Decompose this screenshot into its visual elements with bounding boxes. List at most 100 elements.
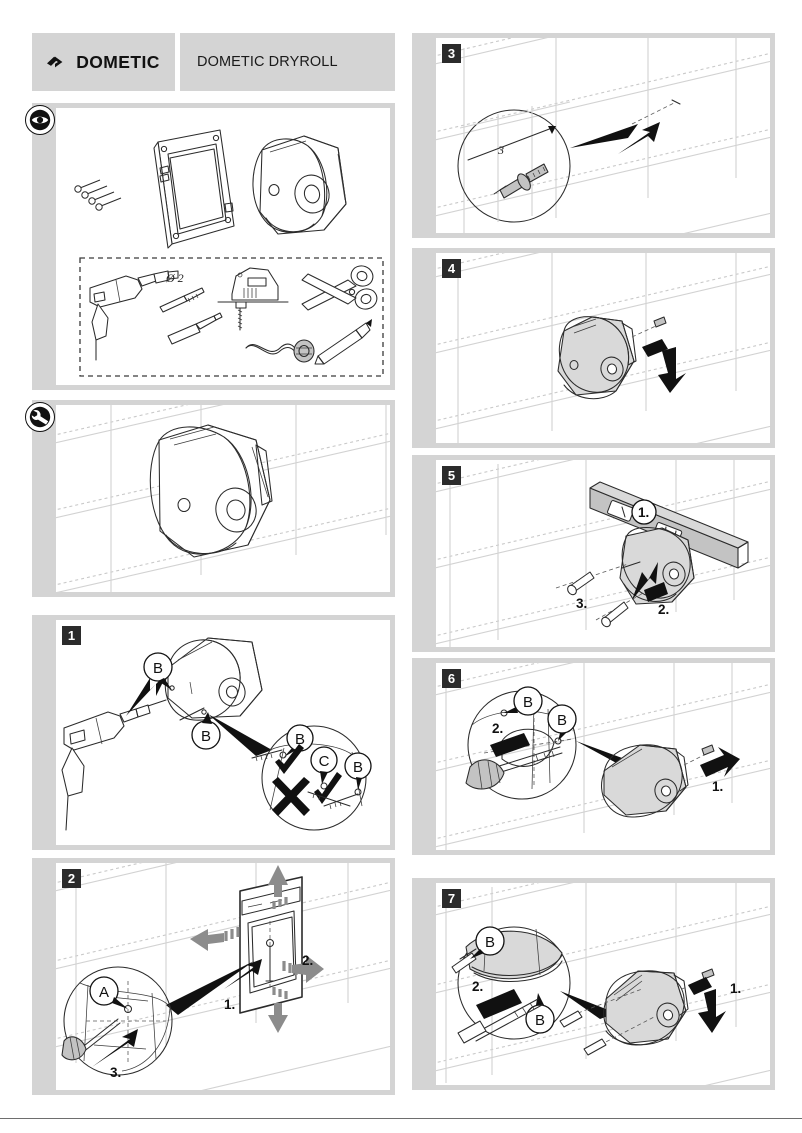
position-dispenser-illustration [436,253,770,443]
fix-upper-screws-illustration: B B 2. [436,883,770,1085]
align-spirit-level-illustration: 1. 3. 2. [436,460,770,647]
overview-mounted-content [56,405,390,592]
callout-a: A [89,976,128,1009]
check-mark-1 [275,744,304,774]
step-5-content: 1. 3. 2. [436,460,770,647]
tools-box-border [79,257,384,377]
callout-label: B [353,759,363,776]
step-number-badge: 3 [442,44,461,63]
jigsaw-icon [217,267,289,331]
order-label-1: 1. [730,981,741,996]
detail-callout-b1: B [284,724,314,757]
detail-callout-c: C [310,746,338,784]
overview-mounted-panel [25,400,395,597]
dometic-chevrons-logo-icon [47,56,63,68]
step-number-badge: 6 [442,669,461,688]
push-arrow-2 [490,733,530,757]
screwdriver-icon [167,312,223,345]
cover-plate [239,876,303,1014]
step-4-panel: 4 [412,248,775,448]
screw-3 [567,571,595,596]
depth-label: 3 [497,143,504,157]
callout-b-upper: B [470,926,505,959]
tile-wall-background [436,253,770,443]
callout-b-upper: B [504,686,543,716]
order-label-2: 2. [472,979,483,994]
detail-circle: B B 2. [465,686,577,800]
callout-b-upper: B [143,652,173,690]
detail-circle: B B 2. [451,926,571,1044]
detail-pointer [208,714,272,756]
step-3-content: 3 [436,38,770,233]
insert-arrow [618,122,660,154]
drill-bit-icon: Ø 2 [159,271,205,313]
step-1-content: B B [56,620,390,845]
product-title: DOMETIC DRYROLL [197,54,338,70]
arrow-trail-marks [224,897,298,999]
tile-wall-background [436,38,770,233]
pencil-icon [314,319,372,365]
detail-callout-b2: B [344,752,372,790]
order-label-1: 1. [712,779,723,794]
step-number-badge: 5 [442,466,461,485]
drill-direction-arrow [126,672,168,716]
step-number-badge: 4 [442,259,461,278]
detail-circle: A 3. [61,966,173,1080]
fix-lower-screws-illustration: B B 2. [436,663,770,850]
detail-pointer [166,961,254,1015]
callout-label: B [201,728,211,745]
insert-wall-anchor-illustration: 3 [436,38,770,233]
step-5-panel: 1. 3. 2. 5 [412,455,775,652]
drill-illustration [61,699,167,831]
step-2-content: 1. 2. A [56,863,390,1090]
detail-circle: B C B [251,724,372,831]
order-label-1: 1. [224,997,235,1012]
fasten-arrow-down [698,989,726,1033]
dispenser-body [603,970,689,1046]
step-number-badge: 1 [62,626,81,645]
callout-b-lower: B [525,993,555,1034]
screw-2 [601,601,629,628]
callout-label: A [99,984,109,1001]
tile-wall-background [436,460,770,647]
step-number-badge: 2 [62,869,81,888]
mounted-dispenser-illustration [56,405,390,592]
dispenser-body [601,744,689,818]
order-label-2: 2. [658,602,669,617]
detail-circle: 3 [457,101,571,223]
callout-label: C [319,753,330,770]
scissors-icon [301,265,378,311]
drill-pilot-holes-illustration: B B [61,637,372,831]
order-label-2: 2. [492,721,503,736]
dispenser-body-illustration [252,135,347,235]
callout-label: B [153,660,163,677]
push-arrow-1 [224,959,262,989]
step-3-panel: 3 3 [412,33,775,238]
order-label-2: 2. [302,953,313,968]
screws-illustration [74,179,122,211]
drill-bit-label: Ø 2 [165,271,184,285]
order-label-3: 3. [576,596,587,611]
callout-label: B [557,712,567,729]
step-4-content [436,253,770,443]
insert-arrow-up [632,562,658,600]
footer-divider [0,1118,802,1119]
step-2-panel: 1. 2. A [32,858,395,1095]
drill-icon [89,270,179,361]
brand-logo-panel: DOMETIC [32,33,175,91]
fasten-arrow-1 [700,747,740,777]
step-6-panel: B B 2. [412,658,775,855]
callout-label: B [485,934,495,951]
callout-label: B [523,694,533,711]
mounting-frame-illustration [153,129,235,249]
mount-arrow-diagonal [642,339,668,357]
eye-icon [25,105,55,135]
detail-pointer [570,124,638,148]
dispenser-rear [164,637,263,721]
callout-label: B [535,1012,545,1029]
tile-wall-background [56,863,390,1090]
order-callout-1: 1. [631,499,657,525]
scope-of-delivery-panel: Ø 2 [25,103,395,390]
callout-b-lower: B [191,712,221,750]
